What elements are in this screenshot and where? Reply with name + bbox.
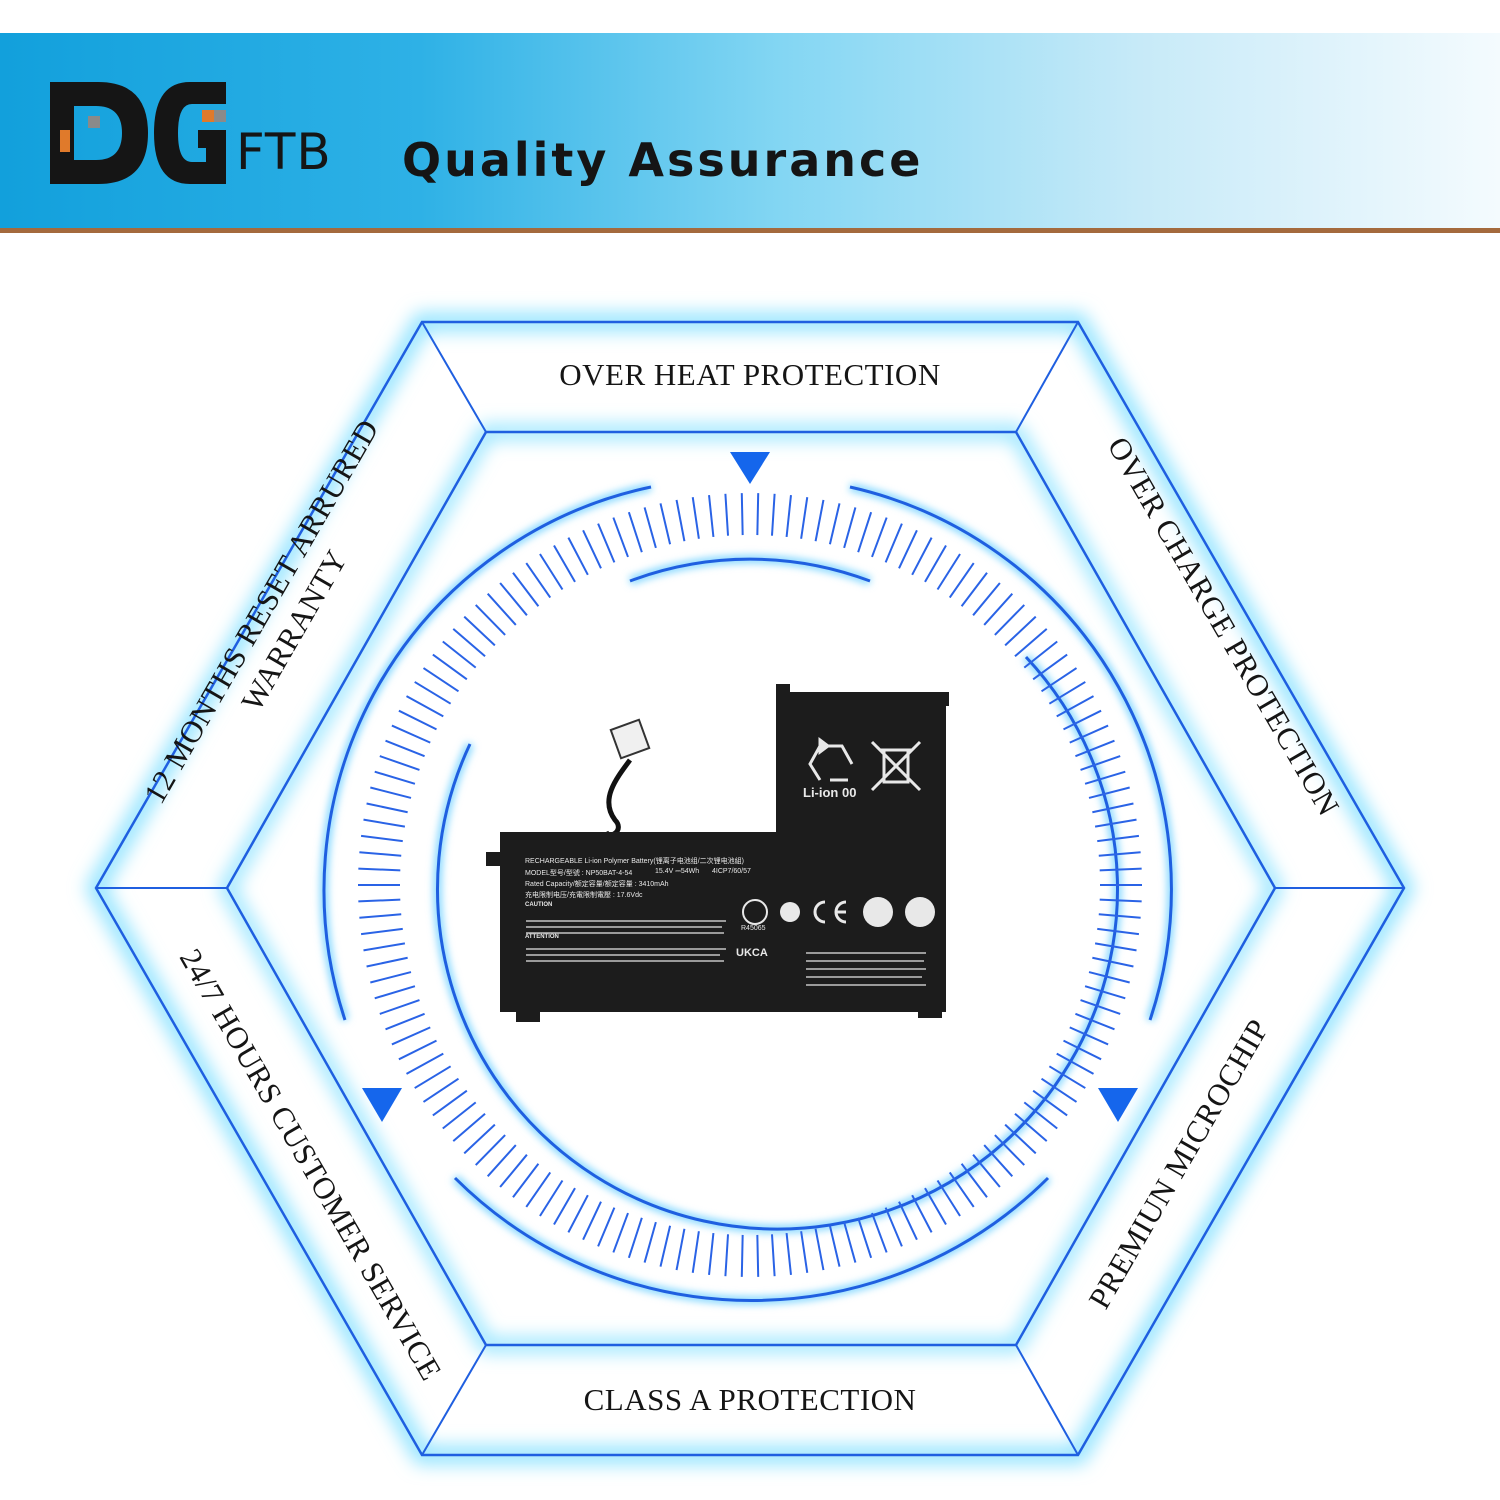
page-title: Quality Assurance — [402, 133, 924, 187]
brand-suffix: FTB — [236, 123, 332, 181]
tuv-icon — [863, 897, 893, 927]
battery-rating: 15.4V ⎓54Wh — [655, 868, 700, 875]
triangle-down-icon — [730, 452, 770, 484]
battery-cert-ukca: UKCA — [736, 947, 768, 959]
recycle-icon — [808, 737, 854, 782]
triangle-down-icon — [362, 1088, 402, 1122]
battery-upper-cell — [776, 692, 946, 834]
battery-cert-r: R45065 — [741, 925, 766, 932]
crossed-bin-icon — [870, 740, 922, 792]
triangle-down-icon — [1098, 1088, 1138, 1122]
feature-label-overheat: OVER HEAT PROTECTION — [559, 357, 941, 392]
feature-label-class-a: CLASS A PROTECTION — [583, 1382, 917, 1417]
battery-image — [486, 684, 949, 1022]
battery-line1: RECHARGEABLE Li-ion Polymer Battery(锂离子电… — [525, 858, 744, 865]
battery-attention: ATTENTION — [525, 934, 559, 940]
hexagon-spokes — [96, 321, 1404, 1456]
battery-caution: CAUTION — [525, 902, 553, 908]
battery-charge-voltage: 充电限制电压/充電限制電壓 : 17.6Vdc — [525, 892, 643, 899]
tuv-icon — [905, 897, 935, 927]
ccc-mark-icon — [742, 899, 768, 925]
tick-ring — [358, 493, 1142, 1277]
connector — [609, 718, 651, 760]
battery-capacity: Rated Capacity/额定容量/额定容量 : 3410mAh — [525, 881, 669, 888]
psb-mark-icon — [780, 902, 800, 922]
brand-logo — [50, 82, 226, 184]
ce-mark-icon — [813, 900, 847, 924]
battery-cell-label: Li-ion 00 — [803, 785, 857, 800]
battery-cells: 4ICP7/60/57 — [712, 868, 751, 875]
banner-divider — [0, 228, 1500, 233]
battery-model: MODEL型号/型號 : NP50BAT-4-54 — [525, 870, 633, 877]
header-banner — [0, 33, 1500, 228]
